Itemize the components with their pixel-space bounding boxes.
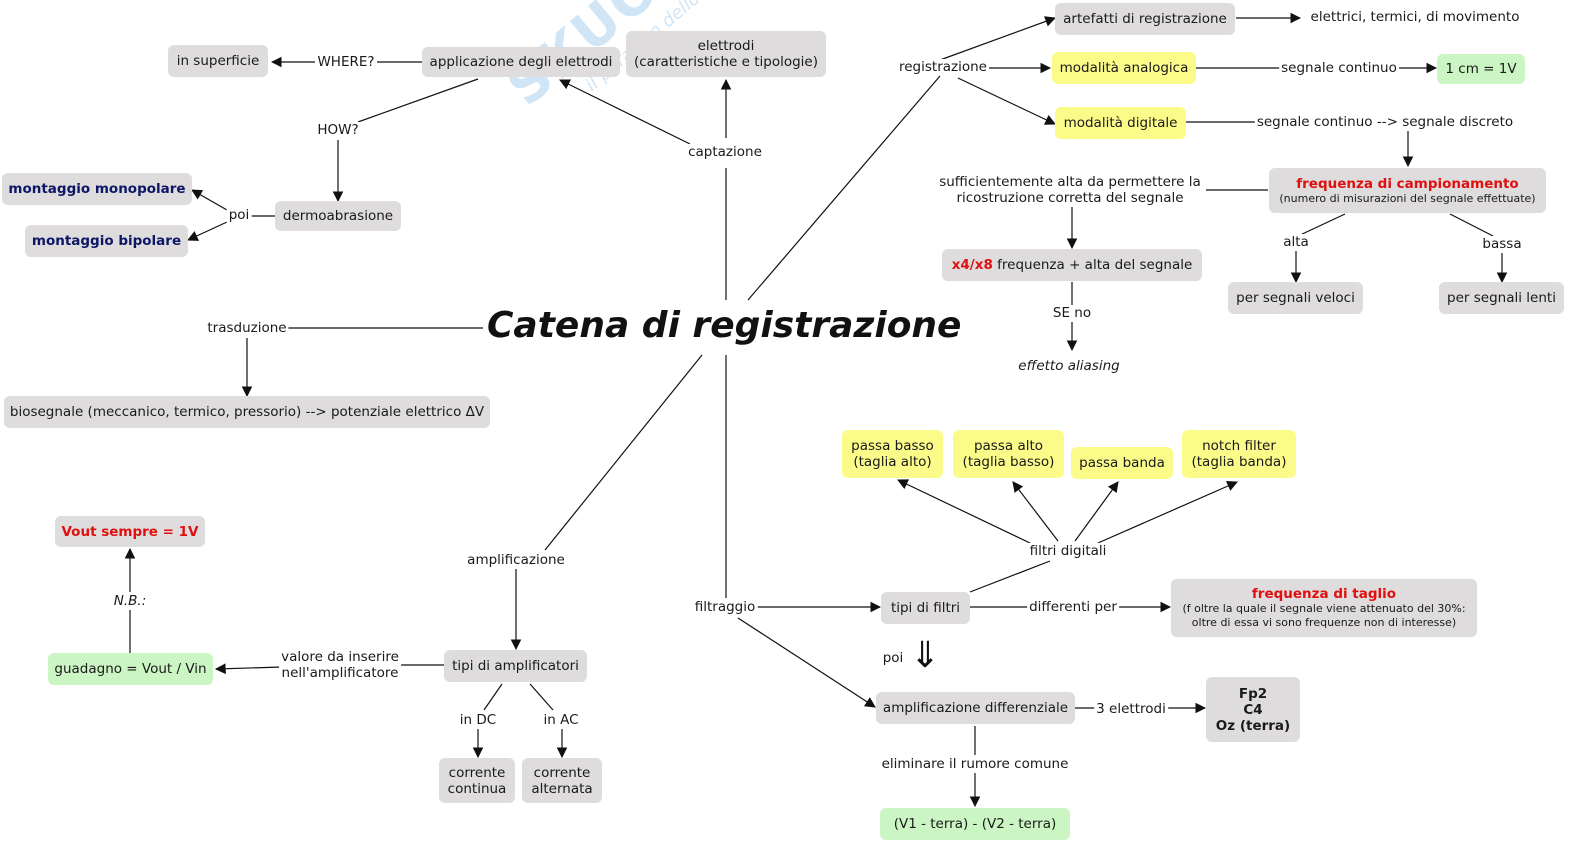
edge: [737, 617, 876, 708]
node-1cm-1v[interactable]: 1 cm = 1V: [1437, 54, 1525, 84]
edge: [187, 221, 228, 241]
node-segnali-lenti[interactable]: per segnali lenti: [1439, 282, 1564, 314]
node-montaggio-bipolare[interactable]: montaggio bipolare: [25, 225, 188, 257]
label-amplificazione: amplificazione: [465, 552, 567, 568]
node-tre-elettrodi[interactable]: Fp2 C4 Oz (terra): [1206, 677, 1300, 742]
node-segnali-veloci[interactable]: per segnali veloci: [1228, 282, 1363, 314]
label-differenti-per: differenti per: [1027, 599, 1119, 615]
node-applicazione-elettrodi[interactable]: applicazione degli elettrodi: [422, 47, 620, 77]
edge: [483, 683, 503, 711]
edge: [747, 75, 941, 301]
edge: [191, 189, 228, 211]
node-biosegnale[interactable]: biosegnale (meccanico, termico, pressori…: [4, 396, 490, 428]
edge: [1449, 213, 1494, 237]
map-title: Catena di registrazione: [487, 304, 962, 348]
label-poi-2: poi: [880, 650, 906, 666]
node-elettrodi[interactable]: elettrodi(caratteristiche e tipologie): [626, 31, 826, 77]
node-montaggio-monopolare[interactable]: montaggio monopolare: [2, 173, 192, 205]
node-artefatti[interactable]: artefatti di registrazione: [1055, 3, 1235, 35]
edge: [1097, 480, 1238, 544]
label-in-dc: in DC: [457, 712, 499, 728]
label-aliasing: effetto aliasing: [1016, 358, 1122, 374]
edge: [1297, 213, 1346, 237]
label-eliminare-rumore: eliminare il rumore comune: [879, 756, 1071, 772]
label-nb: N.B.:: [111, 593, 149, 609]
label-alta: alta: [1281, 234, 1311, 250]
node-modalita-analogica[interactable]: modalità analogica: [1052, 52, 1196, 84]
node-frequenza-campionamento[interactable]: frequenza di campionamento (numero di mi…: [1269, 168, 1546, 213]
edge: [1012, 481, 1059, 542]
label-elettrici: elettrici, termici, di movimento: [1308, 9, 1522, 25]
edge: [214, 663, 283, 675]
node-dermoabrasione[interactable]: dermoabrasione: [275, 201, 401, 231]
label-how: HOW?: [315, 122, 361, 138]
edge: [544, 354, 703, 551]
label-captazione: captazione: [686, 144, 764, 160]
label-where: WHERE?: [315, 54, 377, 70]
node-tipi-amplificatori[interactable]: tipi di amplificatori: [444, 650, 587, 682]
node-passa-alto[interactable]: passa alto(taglia basso): [953, 430, 1064, 478]
edge: [357, 78, 479, 123]
label-filtri-digitali: filtri digitali: [1027, 543, 1109, 559]
edge: [897, 479, 1031, 544]
label-poi: poi: [226, 207, 252, 223]
label-segnale-continuo: segnale continuo: [1279, 60, 1399, 76]
edge: [957, 77, 1056, 125]
label-in-ac: in AC: [541, 712, 581, 728]
edge: [529, 683, 554, 711]
label-continuo-discreto: segnale continuo --> segnale discreto: [1254, 114, 1516, 130]
label-bassa: bassa: [1480, 236, 1524, 252]
label-se-no: SE no: [1050, 305, 1094, 321]
label-registrazione: registrazione: [897, 59, 989, 75]
node-notch-filter[interactable]: notch filter(taglia banda): [1182, 430, 1296, 478]
node-guadagno[interactable]: guadagno = Vout / Vin: [48, 653, 213, 685]
node-frequenza-taglio[interactable]: frequenza di taglio (f oltre la quale il…: [1171, 579, 1477, 637]
label-3-elettrodi: 3 elettrodi: [1094, 701, 1168, 717]
node-tipi-filtri[interactable]: tipi di filtri: [881, 592, 970, 624]
node-in-superficie[interactable]: in superficie: [168, 45, 268, 77]
edge: [969, 560, 1051, 593]
node-modalita-digitale[interactable]: modalità digitale: [1055, 107, 1186, 139]
node-passa-banda[interactable]: passa banda: [1071, 447, 1173, 479]
node-vout[interactable]: Vout sempre = 1V: [55, 516, 205, 547]
edge: [1074, 481, 1119, 542]
node-x4-x8[interactable]: x4/x8 frequenza + alta del segnale: [942, 249, 1202, 281]
edge: [939, 16, 1057, 61]
edge: [559, 79, 691, 145]
node-amplificazione-differenziale[interactable]: amplificazione differenziale: [876, 692, 1075, 724]
node-passa-basso[interactable]: passa basso(taglia alto): [842, 430, 943, 478]
label-trasduzione: trasduzione: [205, 320, 289, 336]
double-down-arrow-icon: ⇓: [910, 635, 941, 676]
node-v1-v2[interactable]: (V1 - terra) - (V2 - terra): [880, 808, 1070, 840]
label-filtraggio: filtraggio: [692, 599, 758, 615]
